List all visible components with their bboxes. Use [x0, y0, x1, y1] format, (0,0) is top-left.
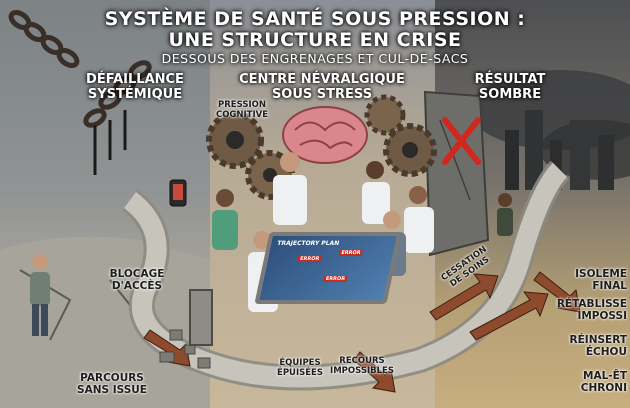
trajectory-board: TRAJECTORY PLAN ERROR ERROR ERROR [254, 232, 402, 304]
error-tag: ERROR [338, 250, 364, 256]
label-reinsertion: RÉINSERT ÉCHOU [569, 334, 627, 358]
doctor-figure [404, 186, 434, 253]
doctor-figure [362, 161, 390, 224]
heading-right: RÉSULTAT SOMBRE [474, 72, 546, 102]
cracked-wall [423, 90, 490, 257]
label-recours: RECOURS IMPOSSIBLES [330, 356, 394, 376]
label-blocage: BLOCAGE D'ACCÈS [109, 268, 165, 292]
ruined-building [505, 130, 519, 190]
red-x-icon [442, 117, 481, 165]
heading-left: DÉFAILLANCE SYSTÉMIQUE [86, 72, 184, 102]
ruined-building [525, 110, 543, 190]
subtitle: DESSOUS DES ENGRENAGES ET CUL-DE-SACS [161, 51, 469, 66]
error-tag: ERROR [323, 276, 348, 282]
brain-icon [282, 106, 368, 164]
label-mal-etre: MAL-ÊT CHRONI [580, 370, 627, 394]
error-tag: ERROR [297, 256, 322, 262]
label-retablissement: RÉTABLISSE IMPOSSI [556, 298, 627, 322]
main-title-line2: UNE STRUCTURE EN CRISE [168, 29, 462, 51]
label-equipes: ÉQUIPES ÉPUISÉES [277, 358, 323, 378]
main-title-line1: SYSTÈME DE SANTÉ SOUS PRESSION : [104, 8, 526, 30]
patient-figure [30, 254, 50, 336]
gear-icon [206, 94, 437, 200]
broken-pillar [189, 289, 213, 346]
panel-nerve-center [210, 0, 435, 408]
label-parcours: PARCOURS SANS ISSUE [77, 372, 147, 396]
nurse-figure [212, 189, 238, 250]
ruined-building [570, 120, 590, 190]
arrow-icon [143, 271, 581, 393]
walking-figure [497, 193, 513, 236]
label-pression: PRESSION COGNITIVE [215, 100, 269, 120]
board-heading: TRAJECTORY PLAN [276, 240, 340, 247]
broken-chain-icon [8, 9, 152, 128]
rubble [159, 329, 211, 369]
heading-center: CENTRE NÉVRALGIQUE SOUS STRESS [239, 72, 405, 102]
ruined-building [598, 135, 614, 190]
label-isolement: ISOLEME FINAL [575, 268, 627, 292]
doctor-figure [273, 152, 307, 225]
